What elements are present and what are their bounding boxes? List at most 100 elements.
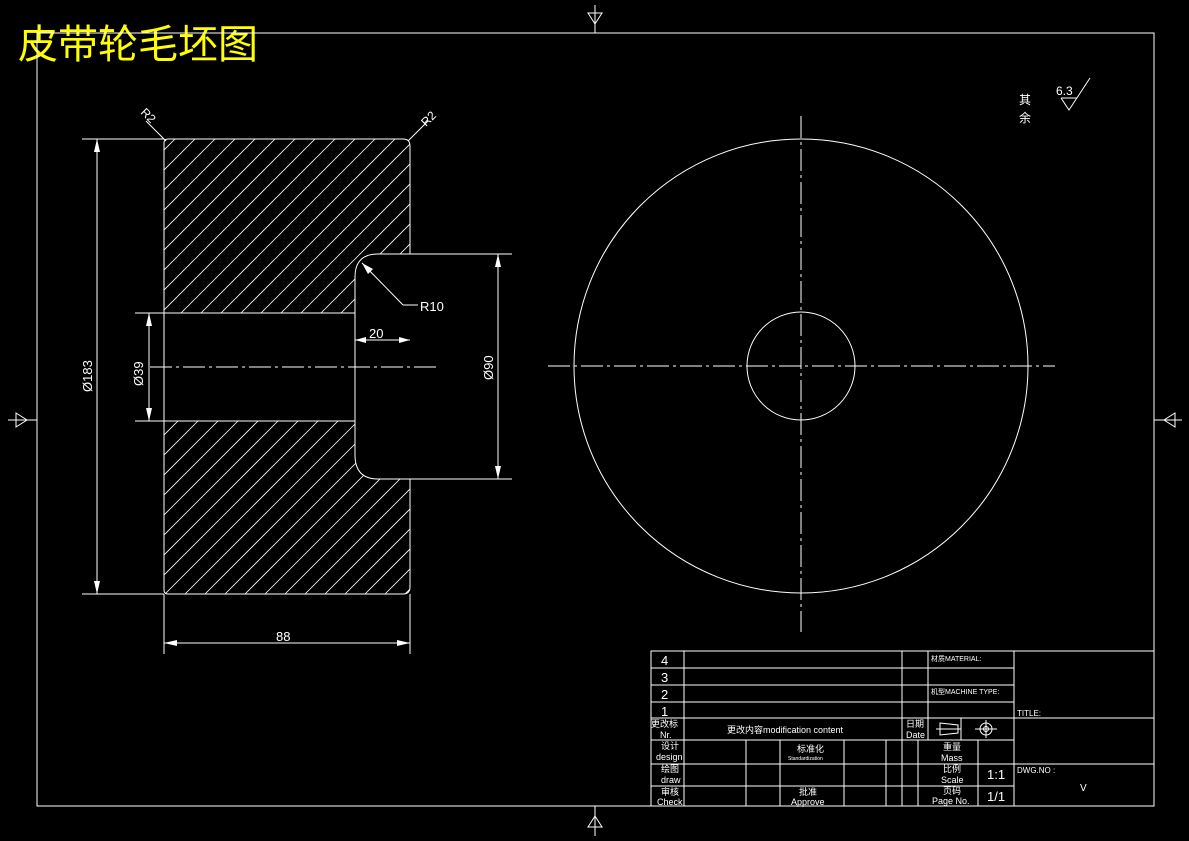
hatch-line <box>398 421 410 594</box>
rev-1: 1 <box>661 704 668 719</box>
roughness-line1: 其 <box>1019 93 1031 107</box>
hatch-line <box>164 421 165 594</box>
dim-d90: Ø90 <box>481 355 496 380</box>
roughness-line2: 余 <box>1019 110 1031 125</box>
hatch-line <box>164 421 265 594</box>
part-outline <box>163 138 411 595</box>
rev-no-label-1: 更改标 <box>651 718 678 729</box>
hatch-line <box>238 421 410 594</box>
hatch-line <box>313 139 410 313</box>
hatch-line <box>164 421 305 594</box>
hatch-line <box>164 139 305 313</box>
dim-88: 88 <box>276 629 290 644</box>
std-label-2: Standardization <box>788 756 823 762</box>
dwg-no-label: DWG.NO : <box>1017 766 1055 775</box>
hatch-line <box>358 421 410 594</box>
hatch-line <box>439 415 624 600</box>
check-label-1: 审核 <box>661 786 679 797</box>
page-label-1: 页码 <box>943 786 961 796</box>
rev-3: 3 <box>661 670 668 685</box>
hatch-line <box>378 421 410 594</box>
hatch-line <box>298 421 410 594</box>
hatch-line <box>293 139 410 313</box>
hatch-bottom <box>0 415 624 600</box>
hatch-line <box>273 139 410 313</box>
hatch-line <box>338 421 410 594</box>
scale-label-1: 比例 <box>943 763 961 774</box>
dwg-no-value: V <box>1080 783 1087 794</box>
hatch-line <box>213 139 405 313</box>
hatch-line <box>164 139 325 313</box>
front-view <box>548 116 1055 632</box>
hatch-line <box>164 139 265 313</box>
title-block: 4 3 2 1 更改标 Nr. 更改内容modification content… <box>650 650 1155 807</box>
hatch-line <box>278 421 410 594</box>
dim-r10: R10 <box>420 299 444 314</box>
check-label-2: Check <box>657 797 683 807</box>
centering-marks <box>8 5 1182 836</box>
projection-symbol <box>936 720 997 738</box>
hatch-line <box>253 139 410 313</box>
hatch-line <box>164 139 345 313</box>
hatch-line <box>218 421 405 594</box>
mass-label-1: 重量 <box>943 741 961 752</box>
title-label: TITLE: <box>1017 709 1041 718</box>
hatch-line <box>258 421 410 594</box>
hatch-line <box>164 139 245 313</box>
hatch-line <box>318 421 410 594</box>
hatch-line <box>164 139 185 313</box>
hatch-line <box>164 421 245 594</box>
hatch-top <box>0 130 624 320</box>
approve-label-2: Approve <box>791 797 825 807</box>
date-label-2: Date <box>906 730 925 740</box>
rev-4: 4 <box>661 653 668 668</box>
mod-content-label: 更改内容modification content <box>727 724 844 735</box>
hatch-line <box>164 139 285 313</box>
drawing-title: 皮带轮毛坯图 <box>18 22 258 68</box>
hatch-line <box>373 139 410 313</box>
dim-r2-left: R2 <box>138 105 159 126</box>
hatch-line <box>414 130 604 320</box>
scale-label-2: Scale <box>941 775 964 785</box>
hatch-line <box>0 415 144 600</box>
hatch-line <box>198 421 385 594</box>
mass-label-2: Mass <box>941 753 963 763</box>
design-label-2: design <box>656 752 683 762</box>
date-label-1: 日期 <box>906 719 924 729</box>
hatch-line <box>178 421 365 594</box>
design-label-1: 设计 <box>661 740 679 751</box>
page-label-2: Page No. <box>932 796 970 806</box>
roughness-value: 6.3 <box>1056 84 1073 98</box>
dim-20: 20 <box>369 326 383 341</box>
page-value: 1/1 <box>987 789 1005 804</box>
hatch-line <box>419 415 604 600</box>
material-label: 材质MATERIAL: <box>931 654 981 663</box>
hatch-line <box>164 421 285 594</box>
hatch-line <box>164 139 165 313</box>
hatch-line <box>173 139 365 313</box>
hatch-line <box>434 130 624 320</box>
hatch-line <box>333 139 410 313</box>
hatch-line <box>164 139 205 313</box>
rev-no-label-2: Nr. <box>660 730 672 740</box>
dimensions: Ø183 Ø39 Ø90 88 20 R10 R2 <box>80 105 512 654</box>
std-label-1: 标准化 <box>797 743 824 754</box>
dim-d183: Ø183 <box>80 360 95 392</box>
hatch-line <box>164 421 225 594</box>
dim-d39: Ø39 <box>131 361 146 386</box>
hatch-line <box>164 139 225 313</box>
hatch-line <box>353 139 410 313</box>
machine-type-label: 机型MACHINE TYPE: <box>931 687 999 696</box>
hatch-line <box>233 139 410 313</box>
dim-r2-right: R2 <box>418 108 439 129</box>
hatch-line <box>164 421 205 594</box>
roughness-symbol: 其 余 6.3 <box>1019 77 1091 125</box>
rev-2: 2 <box>661 687 668 702</box>
scale-value: 1:1 <box>987 767 1005 782</box>
hatch-line <box>193 139 385 313</box>
draw-label-2: draw <box>661 775 681 785</box>
hatch-line <box>164 421 345 594</box>
hatch-line <box>393 139 410 313</box>
hatch-line <box>0 130 144 320</box>
